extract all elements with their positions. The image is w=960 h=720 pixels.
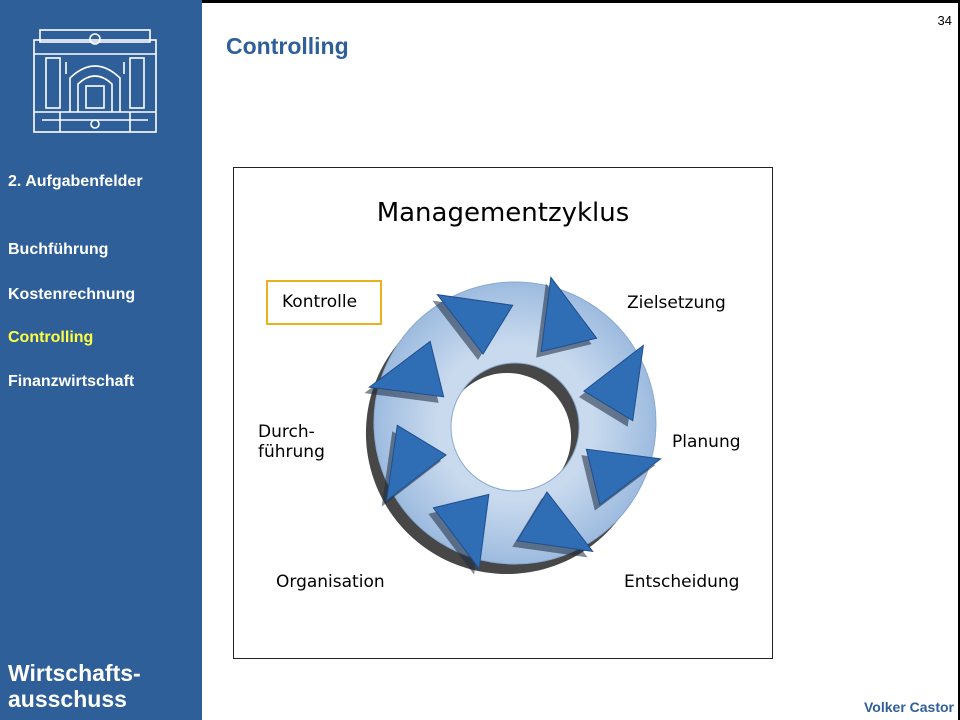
- cycle-arrow-icon: [385, 424, 447, 502]
- organization-name-line1: Wirtschafts-: [8, 660, 141, 686]
- kontrolle-highlight-box: Kontrolle: [266, 280, 382, 325]
- logo-icon: [33, 29, 157, 133]
- label-zielsetzung: Zielsetzung: [627, 293, 726, 313]
- label-durchfuehrung-line2: führung: [258, 442, 325, 462]
- cycle-arrow-icon: [540, 276, 598, 353]
- cycle-graphic: [364, 276, 662, 575]
- page-number: 34: [937, 13, 952, 28]
- diagram-title: Managementzyklus: [376, 198, 630, 228]
- sidebar-item-controlling[interactable]: Controlling: [8, 329, 94, 346]
- sidebar-item-buchfuehrung[interactable]: Buchführung: [8, 241, 109, 258]
- sidebar-item-kostenrechnung[interactable]: Kostenrechnung: [8, 286, 136, 303]
- cycle-arrow-icon: [516, 491, 594, 553]
- cycle-ring: [373, 281, 657, 565]
- cycle-arrow-icon: [368, 340, 445, 398]
- cycle-arrow-icon: [585, 448, 662, 506]
- cycle-arrow-icon: [432, 493, 490, 570]
- cycle-arrow-icon: [583, 344, 645, 422]
- author-name: Volker Castor: [864, 699, 954, 715]
- page-title: Controlling: [226, 33, 349, 59]
- label-entscheidung: Entscheidung: [624, 572, 740, 592]
- sidebar: 2. Aufgabenfelder Buchführung Kostenrech…: [0, 0, 202, 720]
- management-cycle-diagram: Managementzyklus Kontrolle Zielsetzung P…: [233, 167, 773, 659]
- sidebar-item-finanzwirtschaft[interactable]: Finanzwirtschaft: [8, 373, 135, 390]
- organization-name: Wirtschafts- ausschuss: [8, 660, 141, 712]
- top-border: [0, 0, 960, 3]
- organization-name-line2: ausschuss: [8, 686, 127, 712]
- label-kontrolle: Kontrolle: [282, 292, 358, 312]
- label-durchfuehrung: Durch- führung: [258, 422, 325, 462]
- label-organisation: Organisation: [276, 572, 385, 592]
- cycle-arrow-icon: [436, 293, 514, 355]
- label-planung: Planung: [672, 432, 741, 452]
- sidebar-section-title: 2. Aufgabenfelder: [8, 173, 143, 190]
- label-durchfuehrung-line1: Durch-: [258, 422, 315, 442]
- right-border: [958, 0, 960, 720]
